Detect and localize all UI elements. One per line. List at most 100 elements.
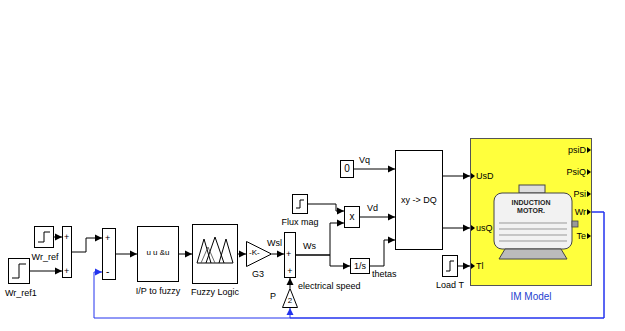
signal-line xyxy=(238,251,246,258)
arrowhead xyxy=(95,269,102,276)
port-sign: + xyxy=(105,233,110,244)
arrowhead xyxy=(185,251,192,258)
signal-name: Vd xyxy=(366,203,379,214)
arrowhead xyxy=(463,263,470,270)
step-symbol xyxy=(446,261,454,271)
induction-motor-model: UsDusQTlINDUCTION MOTOR.psiDPsiQPsiWrTeI… xyxy=(470,138,592,286)
arrowhead xyxy=(388,237,395,244)
signal-line xyxy=(443,225,470,232)
gain-triangle xyxy=(283,289,298,308)
sum-block: +- xyxy=(102,228,116,280)
membership-function xyxy=(197,239,211,263)
port-label: Psi xyxy=(573,189,586,200)
arrowhead xyxy=(55,234,62,241)
signal-line xyxy=(116,251,137,258)
signal-line xyxy=(308,204,344,215)
wire xyxy=(296,223,344,255)
block-name: Wr_ref xyxy=(32,252,59,263)
arrowhead xyxy=(287,278,294,285)
cooling-fin xyxy=(499,241,567,242)
integrator-block: 1/s xyxy=(350,258,370,274)
membership-function xyxy=(201,247,215,263)
step-symbol xyxy=(38,232,50,242)
terminal-box xyxy=(519,185,545,193)
arrowhead xyxy=(463,173,470,180)
block-name: Flux mag xyxy=(281,217,318,228)
motor-shaft xyxy=(572,221,578,227)
signal-line xyxy=(296,255,350,270)
signal-name: Ws xyxy=(302,241,317,252)
output-port xyxy=(587,169,591,175)
port-sign: - xyxy=(106,266,109,278)
signal-line xyxy=(443,173,470,180)
step-source: Wr_ref1 xyxy=(8,258,30,284)
port-sign: + xyxy=(287,266,292,277)
constant-block: 0 xyxy=(340,160,354,178)
signal-line xyxy=(354,166,395,173)
port-label: UsD xyxy=(476,171,494,182)
arrowhead xyxy=(95,235,102,242)
block-icon xyxy=(35,227,53,247)
sum-block: ++ xyxy=(62,226,72,278)
port-label: Wr xyxy=(575,207,586,218)
step-symbol xyxy=(12,264,26,278)
block-icon xyxy=(293,195,307,213)
arrowhead xyxy=(337,208,344,215)
signal-name: thetas xyxy=(371,269,398,280)
arrowhead xyxy=(55,268,62,275)
arrowhead xyxy=(388,166,395,173)
signal-line xyxy=(179,251,192,258)
motor-base xyxy=(499,249,567,259)
cooling-fin xyxy=(499,223,567,224)
output-port xyxy=(587,233,591,239)
port-label: psiD xyxy=(568,145,586,156)
cooling-fin xyxy=(499,229,567,230)
block-name: I/P to fuzzy xyxy=(136,286,180,297)
motor-caption: INDUCTION MOTOR. xyxy=(501,199,561,216)
signal-name: electrical speed xyxy=(298,281,361,292)
membership-function xyxy=(219,239,233,263)
block-text: 1/s xyxy=(354,261,366,272)
step-source: Wr_ref xyxy=(34,226,54,248)
arrowhead xyxy=(287,308,294,315)
arrowhead xyxy=(239,251,246,258)
block-name: G3 xyxy=(252,269,264,280)
output-port xyxy=(587,191,591,197)
fuzzy-controller: Fuzzy Logic xyxy=(192,224,238,284)
port-label: PsiQ xyxy=(566,167,586,178)
transform-block: xy -> DQ xyxy=(395,150,443,250)
arrowhead xyxy=(463,225,470,232)
block-icon xyxy=(193,225,237,283)
port-sign: + xyxy=(64,266,69,277)
block-icon xyxy=(9,259,29,283)
port-sign: + xyxy=(286,249,291,260)
block-text: -K- xyxy=(249,248,260,258)
block-text: xy -> DQ xyxy=(401,195,437,206)
block-text: 2 xyxy=(288,296,292,306)
signal-line xyxy=(287,278,294,288)
block-name: IM Model xyxy=(510,291,551,303)
output-port xyxy=(587,209,591,215)
block-name: Load T xyxy=(436,280,464,291)
block-text: u u &u xyxy=(146,248,169,258)
block-name: Fuzzy Logic xyxy=(191,287,239,298)
signal-line xyxy=(272,251,284,258)
step-symbol xyxy=(296,200,304,208)
signal-line xyxy=(54,234,62,241)
signal-line xyxy=(458,263,470,270)
sum-block: ++ xyxy=(284,232,296,278)
product-block: x xyxy=(344,206,360,228)
step-source: Load T xyxy=(442,255,458,277)
port-label: usQ xyxy=(476,223,493,234)
arrowhead xyxy=(388,214,395,221)
signal-line xyxy=(370,237,395,267)
output-port xyxy=(587,147,591,153)
gain-block: 2P xyxy=(282,288,298,308)
signal-name: Vq xyxy=(358,155,371,166)
arrowhead xyxy=(343,263,350,270)
input-port xyxy=(471,173,475,179)
arrowhead xyxy=(277,251,284,258)
input-port xyxy=(471,263,475,269)
cooling-fin xyxy=(499,235,567,236)
